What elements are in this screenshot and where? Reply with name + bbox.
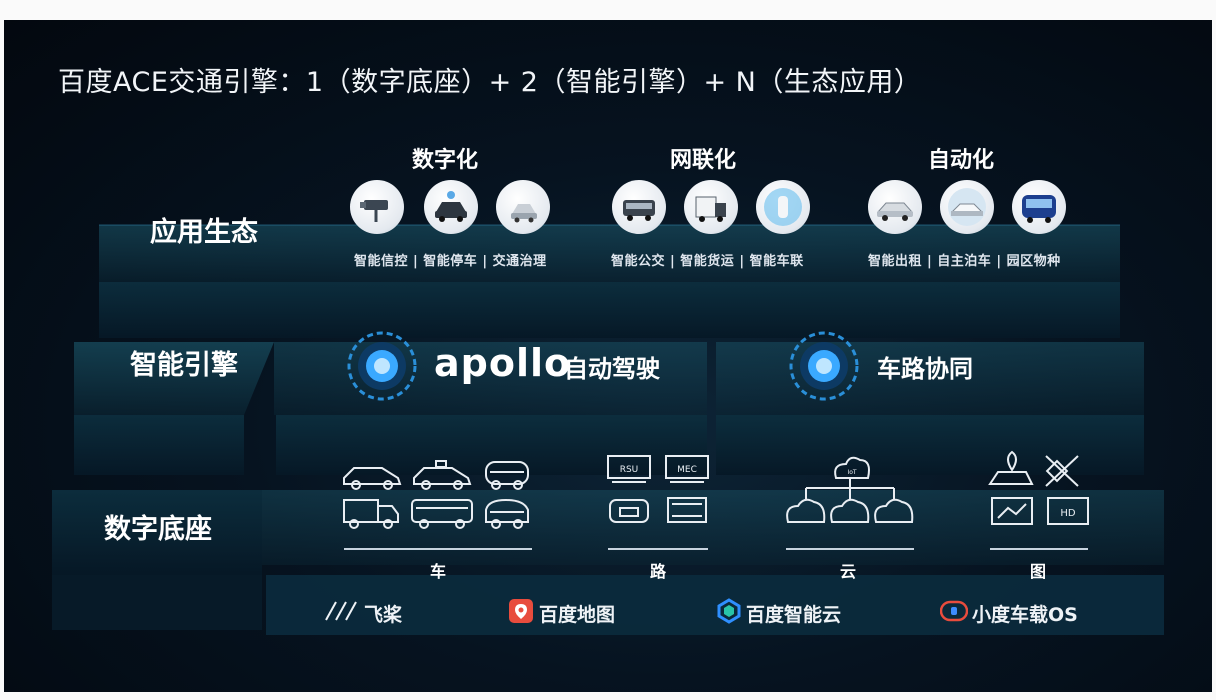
paddle-logo-icon xyxy=(325,601,357,621)
engine-v2x-label: 车路协同 xyxy=(877,355,973,383)
parking-car-icon xyxy=(424,180,478,234)
cloud-icon xyxy=(874,498,914,523)
hd-chip-label: HD xyxy=(1060,508,1076,519)
signal-board-icon xyxy=(667,497,707,523)
cloud-icon xyxy=(786,498,826,523)
satellite-icon xyxy=(1045,455,1079,487)
apollo-emblem-icon xyxy=(347,331,417,401)
layer-label-base: 数字底座 xyxy=(104,514,212,545)
bus-icon xyxy=(612,180,666,234)
ace-diagram-slide: 百度ACE交通引擎：1（数字底座）+ 2（智能引擎）+ N（生态应用） 应用生态… xyxy=(4,20,1212,692)
base-label-road: 路 xyxy=(650,562,667,581)
apps-networked: 智能公交 | 智能货运 | 智能车联 xyxy=(611,254,804,269)
mec-icon xyxy=(665,455,709,483)
base-label-cloud: 云 xyxy=(840,562,857,581)
robo-van-icon xyxy=(485,498,529,529)
roadside-camera-icon xyxy=(609,499,649,523)
base-label-vehicle: 车 xyxy=(430,562,447,581)
truck-icon xyxy=(343,499,399,529)
map-icons: HD xyxy=(988,450,1089,525)
sedan-icon xyxy=(343,467,402,490)
partner-baidu-cloud: 百度智能云 xyxy=(746,604,842,626)
connected-car-icon xyxy=(756,180,810,234)
hd-map-icon xyxy=(1047,497,1089,525)
taxi-icon xyxy=(868,180,922,234)
category-networked: 网联化 xyxy=(670,148,737,173)
minibus-icon xyxy=(485,461,529,490)
v2x-emblem-icon xyxy=(789,331,859,401)
apollo-logo-text: apollo xyxy=(434,341,572,385)
taxi-car-icon xyxy=(413,460,472,490)
map-underline xyxy=(990,548,1088,550)
cloud-underline xyxy=(786,548,914,550)
baidu-map-logo-icon xyxy=(509,599,533,623)
partner-xiaodu-os: 小度车载OS xyxy=(972,604,1078,626)
vehicle-icons xyxy=(343,460,529,529)
bus-icon xyxy=(411,499,473,529)
layer-label-ecosystem: 应用生态 xyxy=(150,217,258,248)
page-title: 百度ACE交通引擎：1（数字底座）+ 2（智能引擎）+ N（生态应用） xyxy=(58,67,922,98)
base-label-map: 图 xyxy=(1030,562,1047,581)
engine-autodrive-label: 自动驾驶 xyxy=(564,355,660,383)
iot-chip-label: IoT xyxy=(847,469,856,476)
road-underline xyxy=(608,548,708,550)
apps-automated: 智能出租 | 自主泊车 | 园区物种 xyxy=(868,254,1061,269)
cloud-hub-icon xyxy=(834,456,870,479)
route-map-icon xyxy=(991,497,1033,525)
layer-label-engine: 智能引擎 xyxy=(130,350,238,381)
baidu-cloud-logo-icon xyxy=(717,598,741,624)
apps-digital: 智能信控 | 智能停车 | 交通治理 xyxy=(354,254,547,269)
traffic-governance-icon xyxy=(496,180,550,234)
rsu-chip-label: RSU xyxy=(620,465,639,475)
category-automated: 自动化 xyxy=(928,148,995,173)
park-shuttle-icon xyxy=(1012,180,1066,234)
base-slab xyxy=(52,490,1164,635)
cloud-icons: IoT xyxy=(786,456,914,523)
xiaodu-logo-icon xyxy=(940,600,968,622)
vehicle-underline xyxy=(344,548,532,550)
traffic-camera-icon xyxy=(350,180,404,234)
partner-baidu-map: 百度地图 xyxy=(539,604,616,626)
mec-chip-label: MEC xyxy=(677,465,697,475)
partner-paddle: 飞桨 xyxy=(364,604,403,626)
category-digital: 数字化 xyxy=(412,148,479,173)
ecosystem-slab xyxy=(99,224,1120,338)
rsu-icon xyxy=(607,455,651,483)
road-icons: RSU MEC xyxy=(607,455,709,523)
cloud-icon xyxy=(830,498,870,523)
truck-icon xyxy=(684,180,738,234)
map-pin-icon xyxy=(988,450,1034,485)
auto-parking-icon xyxy=(940,180,994,234)
